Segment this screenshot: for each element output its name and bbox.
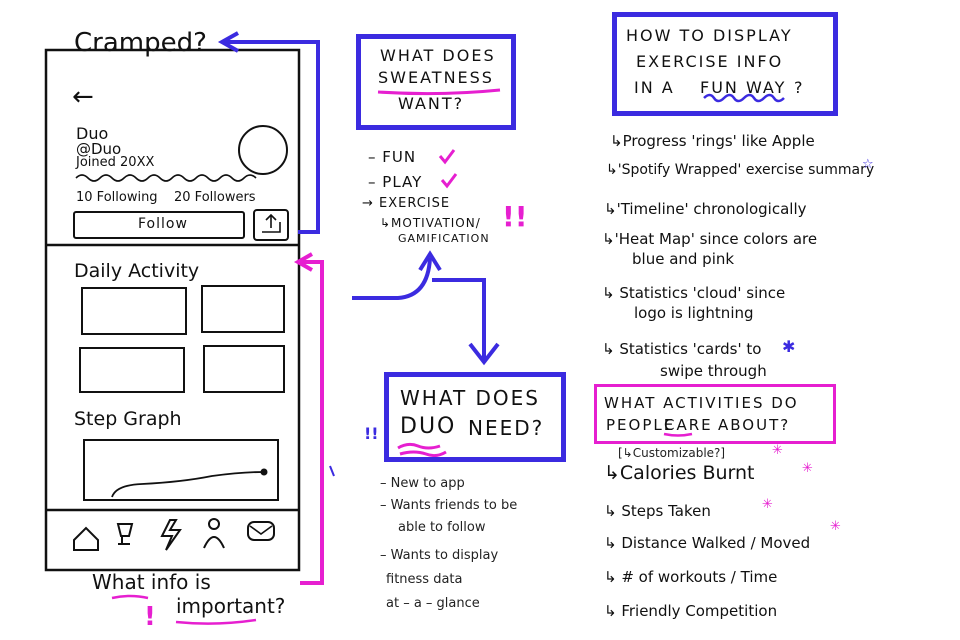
daily-activity-heading: Daily Activity — [74, 260, 200, 282]
star-icon: ✳ — [772, 443, 783, 458]
duo-squiggle — [397, 442, 447, 458]
fun-way-title-2: EXERCISE INFO — [636, 52, 784, 71]
activity-distance: ↳ Distance Walked / Moved — [604, 534, 811, 552]
phone-outline — [44, 48, 301, 572]
following-count: 10 Following — [76, 190, 158, 205]
what-info-note: What info is — [92, 570, 211, 594]
activities-title-about: ABOUT? — [718, 416, 791, 434]
avatar — [238, 125, 288, 175]
idea-cloud: ↳ Statistics 'cloud' since — [602, 284, 786, 302]
mail-icon — [247, 521, 275, 541]
idea-cards-2: swipe through — [660, 362, 767, 380]
duo-need-box — [384, 372, 566, 462]
activities-box — [594, 384, 836, 444]
duo-note-4: – Wants to display — [380, 548, 499, 563]
pink-arrow-info — [300, 260, 324, 585]
idea-spotify: ↳'Spotify Wrapped' exercise summary — [606, 162, 875, 178]
home-icon — [73, 526, 99, 551]
idea-rings: ↳Progress 'rings' like Apple — [610, 132, 815, 150]
activities-title-care: CARE — [664, 416, 713, 434]
duo-note-2: – Wants friends to be — [380, 498, 518, 513]
sweatness-title-2: SWEATNESS — [378, 68, 494, 87]
activities-title-1: WHAT ACTIVITIES DO — [604, 394, 799, 412]
blue-arrow-duo — [432, 278, 486, 360]
check-icon — [440, 173, 458, 189]
idea-heatmap: ↳'Heat Map' since colors are — [602, 230, 818, 248]
share-icon — [262, 213, 281, 233]
fun-way-title-fun-way: FUN WAY — [700, 78, 787, 97]
fun-way-box — [612, 12, 838, 116]
followers-count: 20 Followers — [174, 190, 256, 205]
lightning-icon — [160, 519, 182, 551]
sweatness-item-fun: – FUN — [368, 148, 417, 166]
joined-date: Joined 20XX — [76, 155, 155, 170]
duo-need-title-1: WHAT DOES — [400, 386, 540, 410]
activity-steps: ↳ Steps Taken — [604, 502, 711, 520]
activity-workouts: ↳ # of workouts / Time — [604, 568, 778, 586]
activities-title-people: PEOPLE — [606, 416, 676, 434]
blue-arrow-cramped — [226, 40, 320, 234]
idea-heatmap-2: blue and pink — [632, 250, 735, 268]
cramped-note: Cramped? — [74, 28, 207, 58]
sweatness-title-3: WANT? — [398, 94, 465, 113]
fun-way-title-q: ? — [794, 78, 805, 97]
fun-way-title-1: HOW TO DISPLAY — [626, 26, 793, 45]
sweatness-item-motivation: ↳MOTIVATION/ — [380, 216, 481, 230]
blue-arrow-sweatness — [352, 257, 432, 300]
star-icon: ☆ — [862, 157, 874, 172]
sweatness-title-1: WHAT DOES — [380, 46, 496, 65]
exclamation: ! — [144, 602, 156, 632]
duo-note-6: at – a – glance — [386, 596, 480, 611]
sweatness-box — [356, 34, 516, 130]
trophy-icon — [116, 523, 134, 545]
sweatness-item-exercise: → EXERCISE — [362, 196, 451, 211]
profile-handle: @Duo — [76, 140, 122, 158]
sweatness-item-gamification: GAMIFICATION — [398, 232, 490, 245]
idea-timeline: ↳'Timeline' chronologically — [604, 200, 807, 218]
sweatness-item-play: – PLAY — [368, 173, 423, 191]
idea-cloud-2: logo is lightning — [634, 304, 754, 322]
fun-way-title-in-a: IN A — [634, 78, 675, 97]
check-icon — [438, 149, 456, 165]
duo-note-5: fitness data — [386, 572, 463, 587]
star-icon: ✳ — [830, 519, 841, 534]
star-icon: ✳ — [802, 461, 813, 476]
fun-way-squiggle — [703, 93, 785, 103]
profile-name: Duo — [76, 124, 109, 143]
duo-need-title-need: NEED? — [468, 416, 545, 440]
idea-cards: ↳ Statistics 'cards' to — [602, 340, 762, 358]
star-icon: ✳ — [762, 497, 773, 512]
duo-note-1: – New to app — [380, 476, 465, 491]
what-info-note-2: important? — [176, 594, 286, 618]
profile-icon — [208, 518, 220, 530]
duo-need-exclaim: !! — [364, 424, 379, 443]
step-graph-heading: Step Graph — [74, 408, 182, 430]
customizable-note: [↳Customizable?] — [618, 446, 726, 460]
sweatness-exclaim: !! — [502, 200, 528, 233]
star-icon: ✱ — [782, 337, 796, 356]
activity-competition: ↳ Friendly Competition — [604, 602, 778, 620]
duo-note-3: able to follow — [398, 520, 486, 535]
back-arrow-icon: ← — [72, 82, 94, 112]
follow-button[interactable]: Follow — [138, 216, 188, 232]
activity-calories: ↳Calories Burnt — [604, 462, 755, 484]
duo-need-title-duo: DUO — [400, 414, 457, 439]
